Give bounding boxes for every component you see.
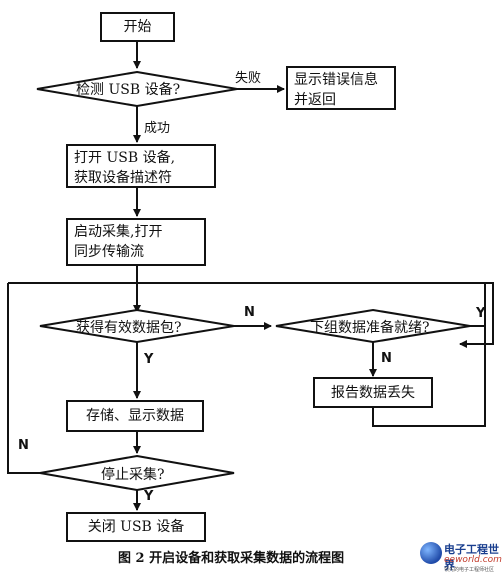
error-box: 显示错误信息 并返回 [286,66,396,110]
error-line-2: 并返回 [294,92,336,108]
loop-report-back [372,326,486,427]
save-show-box: 存储、显示数据 [66,400,204,432]
close-usb-label: 关闭 USB 设备 [87,519,185,535]
open-usb-line-2: 获取设备描述符 [74,170,172,186]
logo-slogan: 领先的电子工程师社区 [444,567,495,573]
logo-name: 电子工程世界 [444,543,499,572]
start-collect-line-1: 启动采集,打开 [74,224,163,240]
loop-stop-no [7,283,40,474]
next-group-yes-label: Y [476,306,486,321]
check-usb-label: 检测 USB 设备? [76,82,181,98]
error-line-1: 显示错误信息 [294,72,378,88]
fail-label: 失败 [235,71,262,86]
loop-top-line [8,282,494,348]
stop-yes-label: Y [144,489,154,504]
get-packet-label: 获得有效数据包? [76,320,182,336]
packet-no-label: N [244,305,255,320]
start-collect-line-2: 同步传输流 [74,244,144,260]
figure-caption: 图 2 开启设备和获取采集数据的流程图 [118,551,345,566]
next-group-no-label: N [381,351,392,366]
packet-yes-label: Y [144,352,154,367]
logo-globe-icon [420,542,442,564]
open-usb-box: 打开 USB 设备, 获取设备描述符 [66,144,216,188]
report-loss-label: 报告数据丢失 [331,384,415,401]
success-label: 成功 [144,121,171,136]
report-loss-box: 报告数据丢失 [313,377,433,408]
watermark-logo: 电子工程世界 eeworld.com.cn 领先的电子工程师社区 [420,541,502,575]
save-show-label: 存储、显示数据 [86,408,184,424]
start-label: 开始 [123,19,152,35]
logo-url: eeworld.com.cn [444,555,502,565]
close-usb-box: 关闭 USB 设备 [66,512,206,542]
stop-no-label: N [18,438,29,453]
next-group-label: 下组数据准备就绪? [310,320,430,336]
start-box: 开始 [100,12,175,42]
stop-collect-label: 停止采集? [101,467,165,483]
open-usb-line-1: 打开 USB 设备, [74,150,176,166]
start-collect-box: 启动采集,打开 同步传输流 [66,218,206,266]
